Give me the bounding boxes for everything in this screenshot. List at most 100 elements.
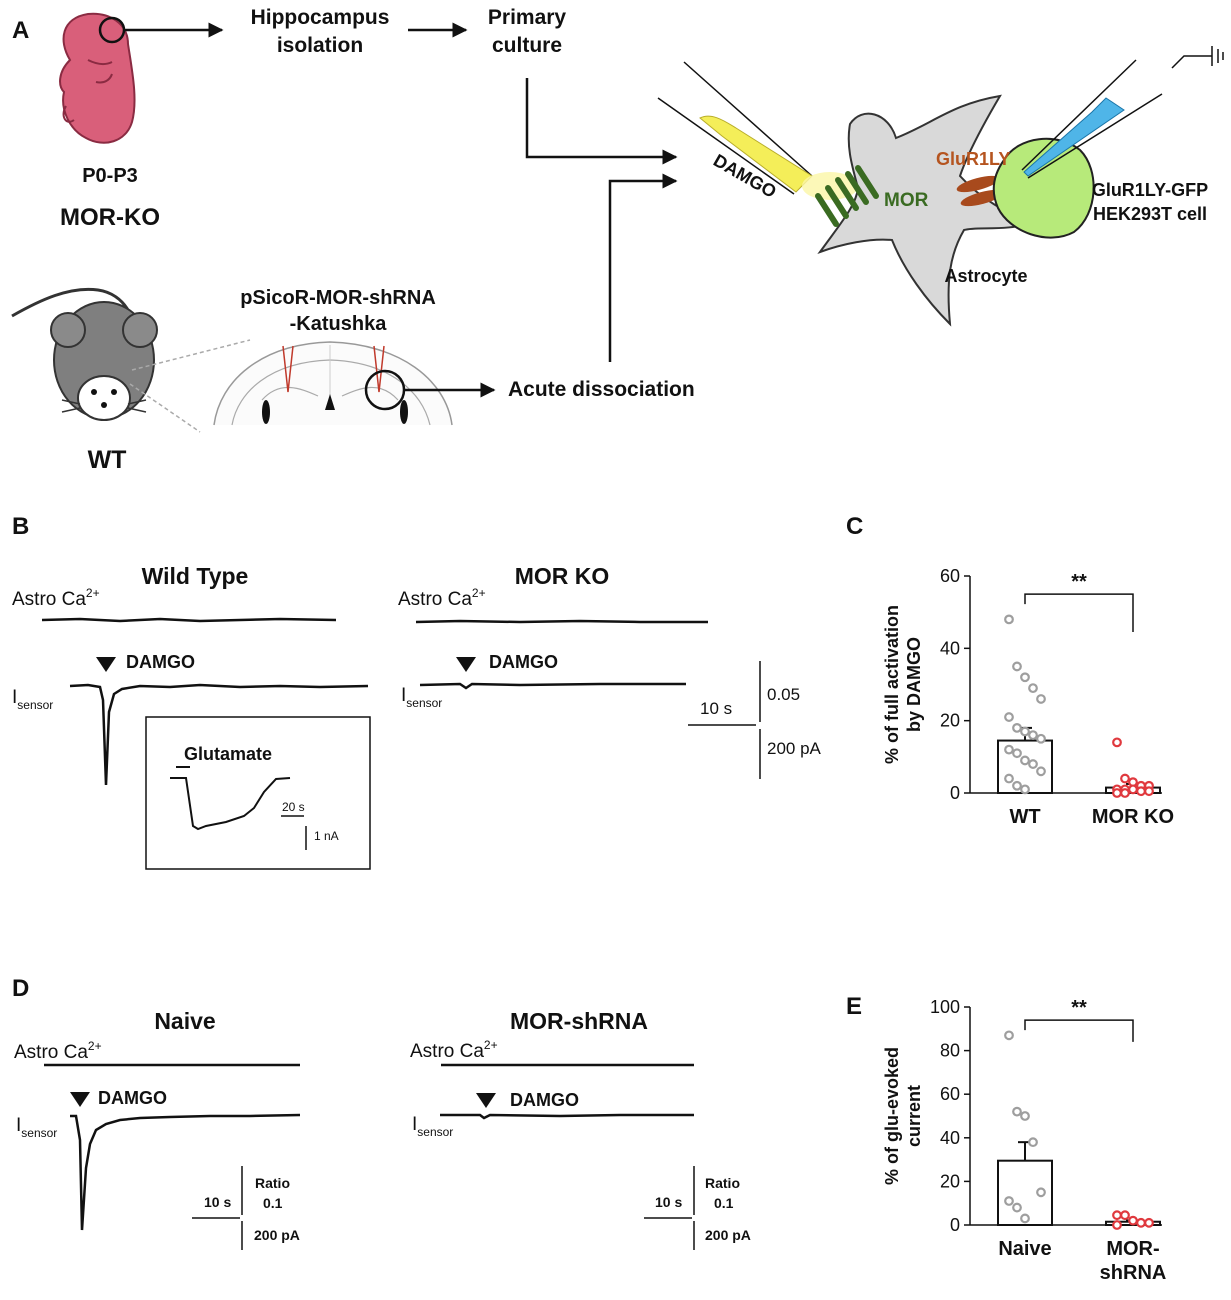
- y-tick-label: 40: [940, 638, 960, 658]
- data-point: [1120, 773, 1130, 784]
- brain-slice-illustration: [213, 341, 453, 426]
- data-point: [1036, 694, 1046, 704]
- wt-title: Wild Type: [142, 563, 249, 589]
- shrna-current-label: 200 pA: [705, 1227, 751, 1243]
- data-point: [1036, 733, 1046, 744]
- b-ratio-scale-label: 0.05: [767, 685, 800, 704]
- data-point: [1028, 759, 1038, 769]
- shrna-astro-ca-label: Astro Ca2+: [410, 1038, 498, 1062]
- data-point: [1020, 672, 1030, 683]
- data-point: [1012, 1202, 1022, 1213]
- shrna-isensor-label: Isensor: [412, 1114, 453, 1139]
- data-point: [1028, 730, 1038, 741]
- shrna-time-label: 10 s: [655, 1194, 682, 1210]
- data-point: [1020, 755, 1030, 766]
- shrna-title: MOR-shRNA: [510, 1008, 648, 1034]
- data-point: [1112, 737, 1122, 748]
- y-tick-label: 60: [940, 1084, 960, 1104]
- data-point: [1020, 1213, 1030, 1224]
- data-point: [1020, 784, 1030, 795]
- shrna-isensor-trace: [440, 1113, 694, 1120]
- sensor-cell-label-line2: HEK293T cell: [1093, 204, 1207, 224]
- inset-glutamate-label: Glutamate: [184, 744, 272, 764]
- wt-damgo-arrowhead: [96, 657, 116, 672]
- data-point: [1004, 712, 1014, 722]
- glur1ly-label: GluR1LY: [936, 149, 1010, 169]
- inset-time-bar-label: 20 s: [282, 800, 305, 814]
- naive-isensor-trace: [70, 1113, 301, 1231]
- panel-c-letter: C: [846, 513, 863, 540]
- shrna-damgo-arrowhead: [476, 1093, 496, 1108]
- data-point: [1012, 748, 1022, 759]
- data-point: [1004, 773, 1014, 784]
- data-point: [1120, 1210, 1130, 1221]
- y-tick-label: 40: [940, 1128, 960, 1148]
- naive-damgo-arrowhead: [70, 1092, 90, 1107]
- data-point: [1144, 786, 1154, 797]
- naive-isensor-label: Isensor: [16, 1115, 57, 1140]
- pup-age-label: P0-P3: [82, 165, 138, 187]
- naive-current-label: 200 pA: [254, 1227, 300, 1243]
- step-hippocampus-line1: Hippocampus: [251, 6, 390, 29]
- ko-isensor-trace: [419, 682, 686, 690]
- data-point: [1136, 786, 1146, 797]
- naive-ratio-value: 0.1: [263, 1195, 283, 1211]
- data-point: [1020, 1111, 1030, 1121]
- virus-label-line1: pSicoR-MOR-shRNA: [240, 287, 436, 309]
- mouse-genotype-label: WT: [88, 446, 127, 474]
- wt-isensor-label: Isensor: [12, 687, 53, 712]
- step-primary-line2: culture: [492, 34, 562, 57]
- glutamate-inset-frame: [145, 716, 371, 870]
- significance-bracket: [1024, 593, 1134, 633]
- sensor-cell-label-line1: GluR1LY-GFP: [1092, 180, 1208, 200]
- b-current-scale-label: 200 pA: [767, 739, 822, 758]
- y-tick-label: 80: [940, 1041, 960, 1061]
- acute-dissociation-label: Acute dissociation: [508, 378, 695, 401]
- newborn-pup-illustration: [59, 12, 136, 144]
- data-point: [1036, 766, 1046, 777]
- y-tick-label: 60: [940, 566, 960, 586]
- data-point: [1004, 1196, 1014, 1206]
- inset-current-bar-label: 1 nA: [314, 829, 339, 843]
- ko-damgo-label: DAMGO: [489, 652, 558, 672]
- wt-damgo-label: DAMGO: [126, 652, 195, 672]
- data-point: [1004, 1030, 1014, 1041]
- data-point: [1012, 661, 1022, 672]
- data-point: [1004, 744, 1014, 755]
- x-tick-label: MOR-: [1106, 1238, 1159, 1260]
- mor-receptor-label: MOR: [884, 190, 929, 211]
- x-tick-label: MOR KO: [1092, 806, 1174, 828]
- significance-label: **: [1071, 571, 1087, 593]
- significance-bracket: [1024, 1019, 1134, 1042]
- naive-ratio-label: Ratio: [255, 1175, 290, 1191]
- data-point: [1036, 1187, 1046, 1198]
- step-hippocampus-line2: isolation: [277, 34, 363, 57]
- data-point: [1112, 788, 1122, 798]
- x-tick-label: WT: [1009, 806, 1040, 828]
- ko-isensor-label: Isensor: [401, 685, 442, 710]
- x-tick-label: Naive: [998, 1238, 1051, 1260]
- data-point: [1004, 614, 1014, 625]
- astrocyte-label: Astrocyte: [944, 266, 1027, 286]
- panel-e-letter: E: [846, 993, 862, 1020]
- step-primary-line1: Primary: [488, 6, 567, 29]
- sniffer-patch-schematic: [657, 46, 1224, 327]
- inset-glutamate-trace: [170, 777, 291, 831]
- naive-time-label: 10 s: [204, 1194, 231, 1210]
- wt-astro-ca-label: Astro Ca2+: [12, 586, 100, 610]
- y-tick-label: 20: [940, 1171, 960, 1191]
- naive-title: Naive: [154, 1008, 215, 1034]
- ko-title: MOR KO: [515, 563, 610, 589]
- virus-label-line2: -Katushka: [290, 313, 388, 335]
- data-point: [1012, 723, 1022, 733]
- y-tick-label: 100: [930, 997, 960, 1017]
- y-tick-label: 20: [940, 711, 960, 731]
- data-point: [1128, 784, 1138, 795]
- pup-genotype-label: MOR-KO: [60, 204, 160, 231]
- ko-astro-ca-label: Astro Ca2+: [398, 586, 486, 610]
